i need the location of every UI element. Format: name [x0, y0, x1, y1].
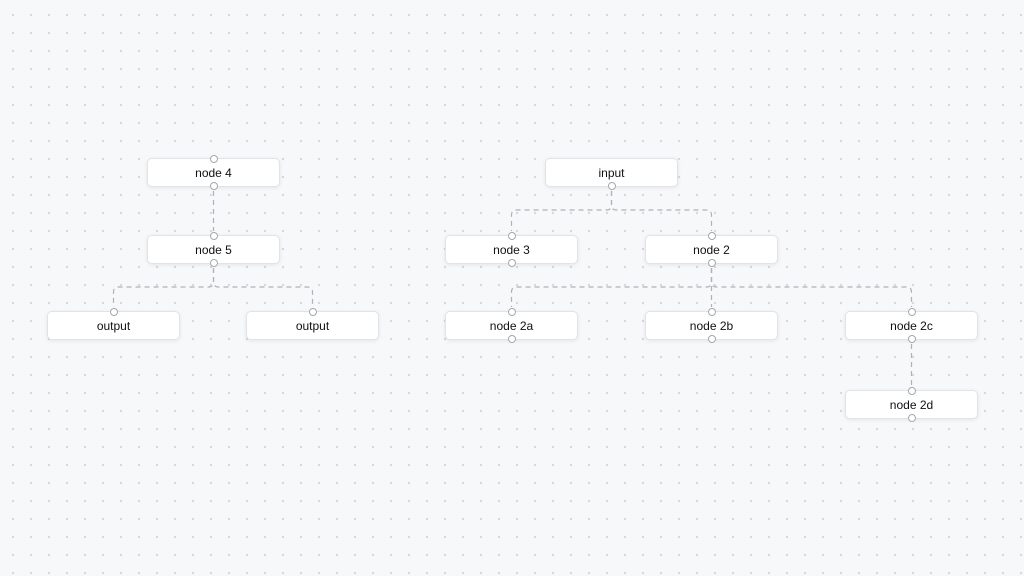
node-handle-bottom[interactable] [707, 259, 716, 267]
flow-node-node2c[interactable]: node 2c [845, 308, 978, 343]
flow-node-node4[interactable]: node 4 [147, 155, 280, 190]
edge-node2-node2c[interactable] [710, 268, 913, 307]
edge-node5-output2[interactable] [212, 268, 314, 307]
node-handle-top[interactable] [209, 232, 218, 240]
node-handle-bottom[interactable] [507, 335, 516, 343]
flow-node-input[interactable]: input [545, 158, 678, 190]
flow-node-node2b[interactable]: node 2b [645, 308, 778, 343]
flow-node-node2d[interactable]: node 2d [845, 387, 978, 422]
node-label: node 2 [693, 242, 730, 257]
node-handle-bottom[interactable] [209, 182, 218, 190]
node-handle-top[interactable] [209, 155, 218, 163]
node-handle-top[interactable] [707, 232, 716, 240]
flow-node-output2[interactable]: output [246, 308, 379, 340]
node-label: node 2a [489, 318, 534, 333]
edge-node5-output1[interactable] [112, 268, 215, 307]
node-handle-bottom[interactable] [209, 259, 218, 267]
node-label: node 2c [890, 318, 933, 333]
edge-input-node3[interactable] [510, 191, 613, 231]
node-label: node 4 [195, 165, 232, 180]
node-label: node 2b [689, 318, 734, 333]
node-handle-top[interactable] [308, 308, 317, 316]
node-handle-bottom[interactable] [607, 182, 616, 190]
node-handle-top[interactable] [907, 387, 916, 395]
node-label: output [96, 318, 131, 333]
node-label: input [598, 165, 625, 180]
node-handle-top[interactable] [707, 308, 716, 316]
node-handle-bottom[interactable] [907, 335, 916, 343]
edge-node2-node2a[interactable] [510, 268, 713, 307]
node-label: node 5 [195, 242, 232, 257]
edge-input-node2[interactable] [610, 191, 713, 231]
flow-node-node5[interactable]: node 5 [147, 232, 280, 267]
flow-node-node2[interactable]: node 2 [645, 232, 778, 267]
flow-node-output1[interactable]: output [47, 308, 180, 340]
flow-node-node3[interactable]: node 3 [445, 232, 578, 267]
flow-node-node2a[interactable]: node 2a [445, 308, 578, 343]
node-handle-bottom[interactable] [507, 259, 516, 267]
node-label: node 2d [889, 397, 934, 412]
node-handle-top[interactable] [507, 232, 516, 240]
node-handle-top[interactable] [907, 308, 916, 316]
node-handle-bottom[interactable] [907, 414, 916, 422]
node-label: node 3 [493, 242, 530, 257]
node-handle-top[interactable] [507, 308, 516, 316]
node-handle-top[interactable] [109, 308, 118, 316]
node-label: output [295, 318, 330, 333]
node-handle-bottom[interactable] [707, 335, 716, 343]
